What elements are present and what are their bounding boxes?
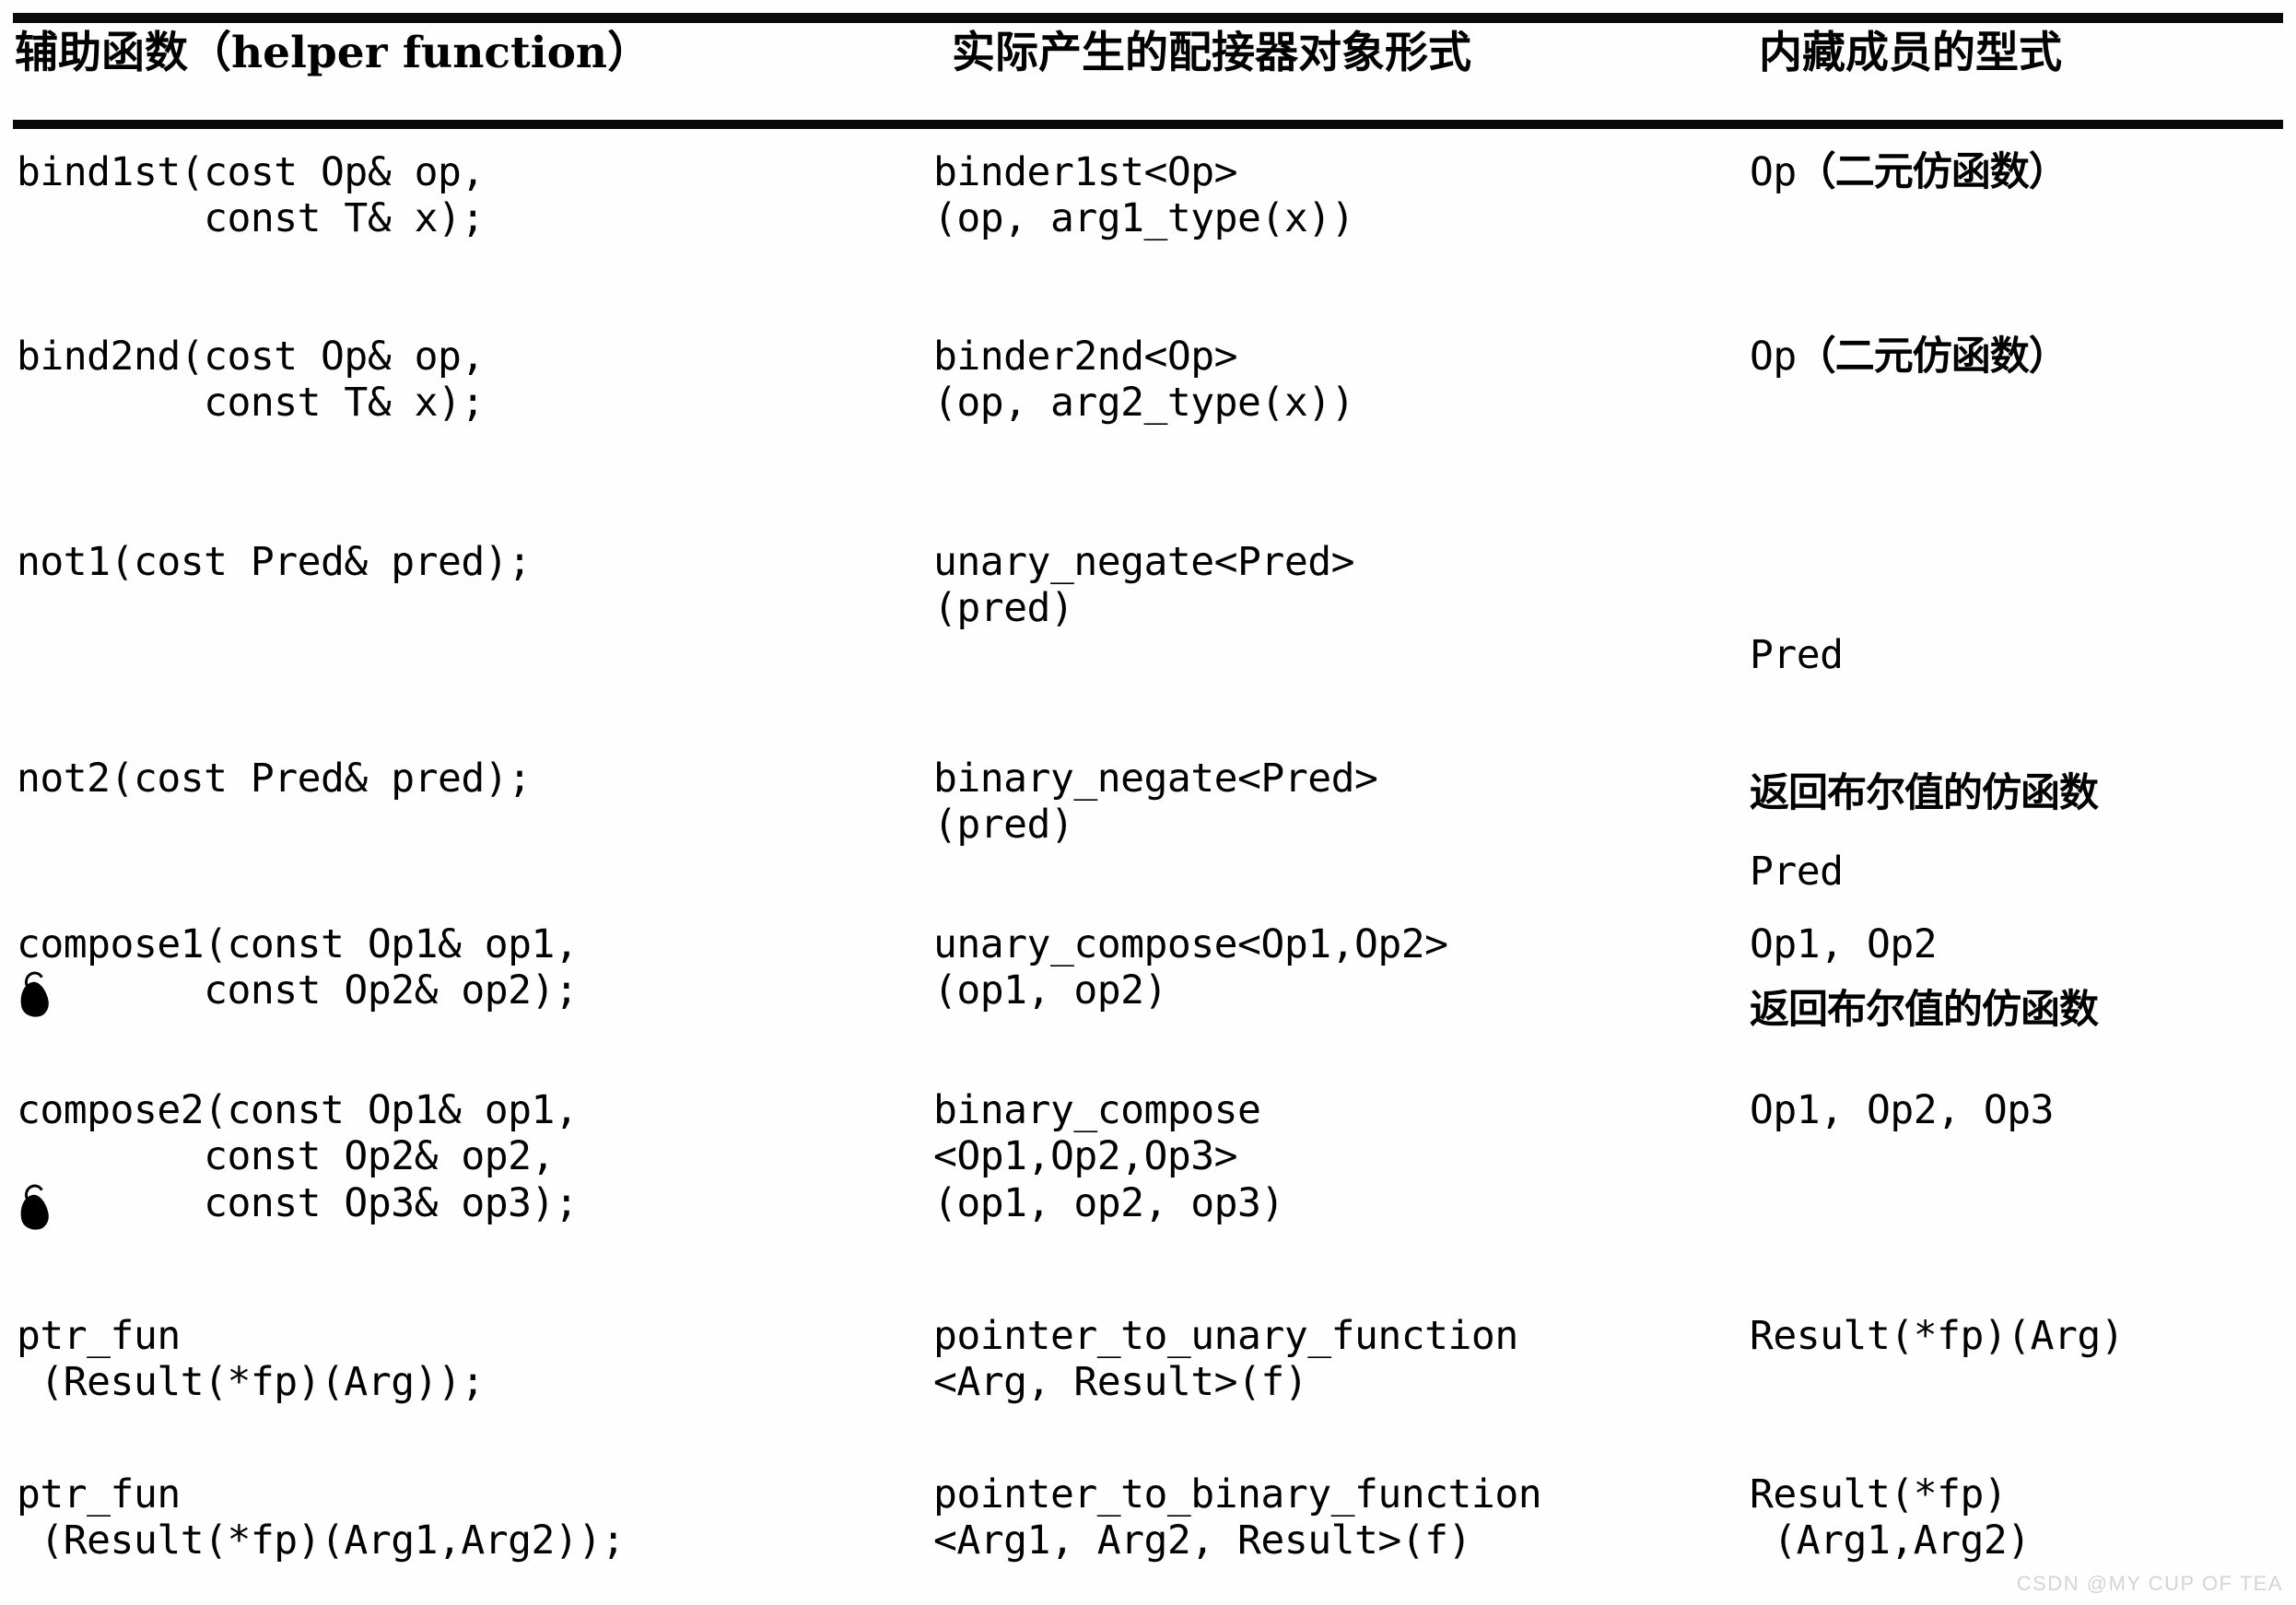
table-row: ptr_fun (Result(*fp)(Arg1,Arg2)); pointe…: [0, 1471, 2296, 1564]
member-type: Result(*fp) (Arg1,Arg2): [1750, 1471, 2031, 1564]
adapter-object-form: pointer_to_unary_function <Arg, Result>(…: [933, 1313, 1518, 1406]
adapter-object-form: binary_negate<Pred> (pred): [933, 756, 1378, 849]
table-top-rule: [13, 13, 2283, 23]
helper-function-signature: bind1st(cost Op& op, const T& x);: [17, 149, 485, 242]
adapter-object-form: pointer_to_binary_function <Arg1, Arg2, …: [933, 1471, 1542, 1564]
member-type-code: Op: [1750, 334, 1797, 380]
adapter-object-form: binary_compose <Op1,Op2,Op3> (op1, op2, …: [933, 1087, 1284, 1226]
adapter-object-form: unary_compose<Op1,Op2> (op1, op2): [933, 921, 1448, 1014]
adapter-object-form: binder1st<Op> (op, arg1_type(x)): [933, 149, 1355, 242]
member-type: Result(*fp)(Arg): [1750, 1313, 2125, 1359]
member-type-note: 返回布尔值的仿函数: [1750, 770, 2099, 817]
member-type-annotation: （二元仿函数）: [1796, 149, 2068, 195]
table-row: bind2nd(cost Op& op, const T& x); binder…: [0, 334, 2296, 427]
member-type-annotation: （二元仿函数）: [1796, 334, 2068, 380]
csdn-watermark: CSDN @MY CUP OF TEA: [2016, 1572, 2283, 1595]
member-type: Op1, Op2: [1750, 921, 1938, 967]
member-type-note: 返回布尔值的仿函数: [1750, 987, 2099, 1034]
column-header-adapter-object-form: 实际产生的配接器对象形式: [952, 28, 1471, 78]
table-row: not2(cost Pred& pred); binary_negate<Pre…: [0, 756, 2296, 1126]
table-header-row: 辅助函数（helper function） 实际产生的配接器对象形式 内藏成员的…: [0, 31, 2296, 114]
helper-function-signature: not2(cost Pred& pred);: [17, 756, 532, 802]
helper-function-signature: ptr_fun (Result(*fp)(Arg));: [17, 1313, 485, 1406]
helper-function-signature: not1(cost Pred& pred);: [17, 539, 532, 585]
helper-function-signature: compose1(const Op1& op1, const Op2& op2)…: [17, 921, 579, 1014]
member-type-code: Op: [1750, 149, 1797, 195]
table-header-rule: [13, 120, 2283, 129]
helper-function-signature: ptr_fun (Result(*fp)(Arg1,Arg2));: [17, 1471, 626, 1564]
member-type: Op1, Op2, Op3: [1750, 1087, 2055, 1133]
member-type: Pred 返回布尔值的仿函数: [1718, 756, 2296, 1126]
column-header-helper-function: 辅助函数（helper function）: [15, 28, 651, 78]
adapter-object-form: unary_negate<Pred> (pred): [933, 539, 1355, 632]
table-row: compose2(const Op1& op1, const Op2& op2,…: [0, 1087, 2296, 1226]
column-header-member-type: 内藏成员的型式: [1759, 28, 2062, 78]
adapter-object-form: binder2nd<Op> (op, arg2_type(x)): [933, 334, 1355, 427]
member-type: Op（二元仿函数）: [1718, 149, 2296, 195]
helper-function-signature: bind2nd(cost Op& op, const T& x);: [17, 334, 485, 427]
member-type: Op（二元仿函数）: [1718, 334, 2296, 380]
member-type-code: Pred: [1750, 631, 1844, 678]
member-type-code: Pred: [1750, 848, 1844, 895]
table-row: bind1st(cost Op& op, const T& x); binder…: [0, 149, 2296, 242]
table-row: ptr_fun (Result(*fp)(Arg)); pointer_to_u…: [0, 1313, 2296, 1406]
table-row: compose1(const Op1& op1, const Op2& op2)…: [0, 921, 2296, 1014]
table-row: not1(cost Pred& pred); unary_negate<Pred…: [0, 539, 2296, 909]
member-type: Pred 返回布尔值的仿函数: [1718, 539, 2296, 909]
helper-function-signature: compose2(const Op1& op1, const Op2& op2,…: [17, 1087, 579, 1226]
